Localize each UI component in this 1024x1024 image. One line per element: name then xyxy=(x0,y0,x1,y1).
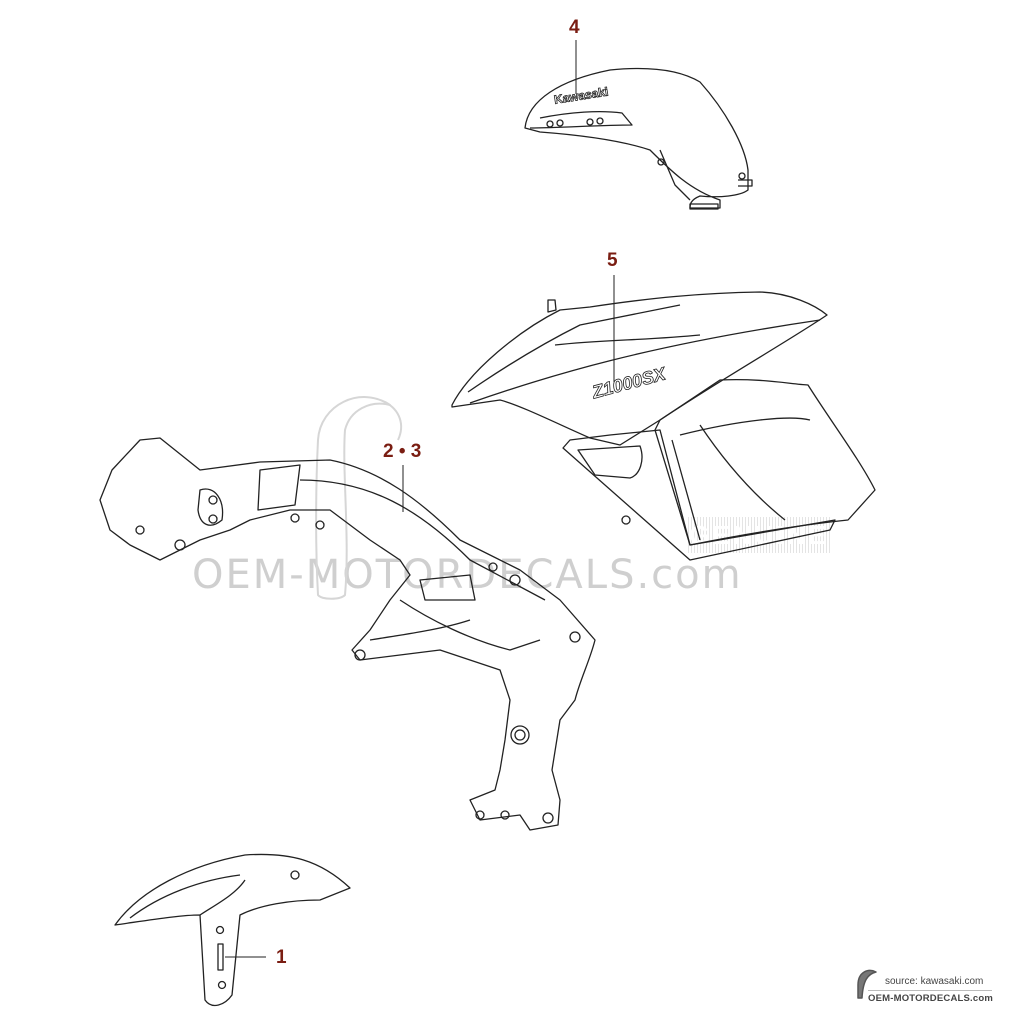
footer-divider xyxy=(868,990,992,991)
fuel-tank-drawing xyxy=(524,40,753,210)
watermark-bird-icon xyxy=(315,396,403,600)
callout-5: 5 xyxy=(607,250,618,271)
footer-logo-bird-icon xyxy=(857,969,877,999)
side-fairing-drawing xyxy=(451,275,876,561)
front-fender-drawing xyxy=(114,853,351,1007)
callout-4: 4 xyxy=(569,17,580,38)
footer-site: OEM-MOTORDECALS.com xyxy=(868,993,994,1004)
frame-drawing xyxy=(99,437,596,831)
callout-2-3: 2 • 3 xyxy=(383,441,422,462)
footer-source: source: kawasaki.com xyxy=(885,976,984,987)
callout-1: 1 xyxy=(276,947,287,968)
